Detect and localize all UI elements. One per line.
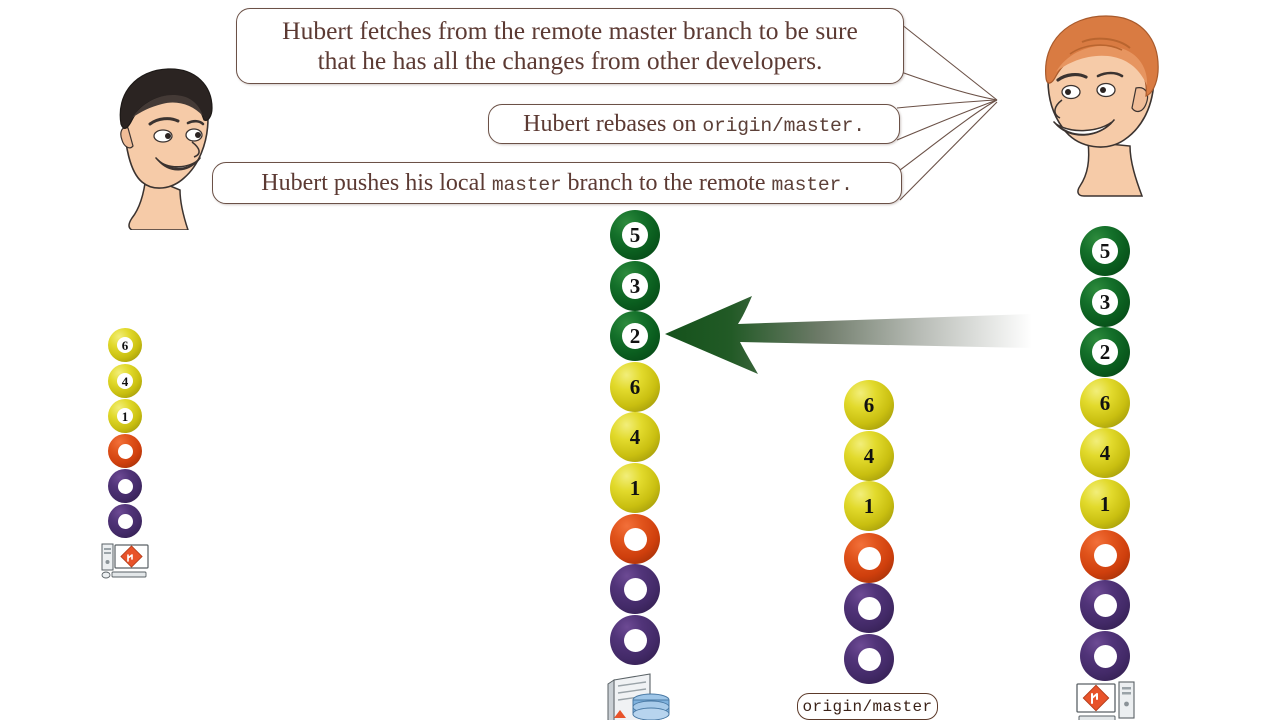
commit-node[interactable]: 6 <box>1080 378 1130 428</box>
commit-node[interactable]: 6 <box>844 380 894 430</box>
commit-node[interactable]: 4 <box>610 412 660 462</box>
commit-label: 2 <box>1092 339 1118 365</box>
commit-label: 4 <box>1099 440 1111 465</box>
bubble-rebase-suffix: . <box>853 114 865 137</box>
commit-node[interactable]: 3 <box>1080 277 1130 327</box>
commit-node[interactable] <box>1080 530 1130 580</box>
commit-node[interactable] <box>844 533 894 583</box>
desktop-computer-git-icon-left <box>101 543 149 579</box>
branch-label-origin-master[interactable]: origin/master <box>797 693 938 720</box>
commit-node[interactable]: 2 <box>610 311 660 361</box>
commit-label: 6 <box>629 374 641 399</box>
commit-label: 4 <box>863 443 875 468</box>
commit-node[interactable] <box>1080 580 1130 630</box>
commit-hole <box>1093 543 1117 567</box>
commit-hole <box>1093 644 1117 668</box>
commit-label: 1 <box>863 493 875 518</box>
commit-hole <box>857 546 881 570</box>
commit-label: 1 <box>1099 491 1111 516</box>
commit-node[interactable]: 4 <box>844 431 894 481</box>
bubble-push-suffix: . <box>841 173 853 196</box>
commit-label: 6 <box>863 392 875 417</box>
commit-node[interactable] <box>844 634 894 684</box>
commit-node[interactable] <box>108 469 142 503</box>
commit-node[interactable] <box>610 564 660 614</box>
commit-label: 5 <box>1092 238 1118 264</box>
commit-node[interactable] <box>108 504 142 538</box>
push-arrow <box>665 296 1032 374</box>
commit-label: 1 <box>117 408 133 424</box>
commit-hole <box>117 478 133 494</box>
commit-label: 1 <box>629 475 641 500</box>
commit-node[interactable]: 1 <box>1080 479 1130 529</box>
speech-bubble-fetch: Hubert fetches from the remote master br… <box>236 8 904 84</box>
commit-node[interactable] <box>610 514 660 564</box>
bubble-fetch-line2: that he has all the changes from other d… <box>317 46 823 75</box>
commit-node[interactable]: 2 <box>1080 327 1130 377</box>
commit-hole <box>117 443 133 459</box>
commit-node[interactable] <box>844 583 894 633</box>
bubble-push-remote-ref: master <box>771 173 842 196</box>
bubble-fetch-line1: Hubert fetches from the remote master br… <box>282 15 858 45</box>
commit-hole <box>623 577 647 601</box>
commit-node[interactable]: 4 <box>108 364 142 398</box>
commit-label: 3 <box>622 273 648 299</box>
branch-label-text: origin/master <box>802 697 933 716</box>
bubble-push-prefix: Hubert pushes his local <box>261 169 492 196</box>
commit-label: 4 <box>117 373 133 389</box>
commit-node[interactable] <box>108 434 142 468</box>
commit-node[interactable]: 1 <box>844 481 894 531</box>
commit-hole <box>623 527 647 551</box>
person-developer-left <box>119 68 213 230</box>
commit-node[interactable]: 3 <box>610 261 660 311</box>
commit-node[interactable]: 6 <box>108 328 142 362</box>
desktop-computer-git-icon-right <box>1076 681 1135 720</box>
bubble-push-local-ref: master <box>491 173 562 196</box>
commit-label: 2 <box>622 323 648 349</box>
commit-hole <box>1093 593 1117 617</box>
bubble-rebase-prefix: Hubert rebases on <box>523 110 703 137</box>
commit-hole <box>857 647 881 671</box>
bubble-push-middle: branch to the remote <box>561 169 772 196</box>
commit-label: 5 <box>622 222 648 248</box>
speech-bubble-rebase: Hubert rebases on origin/master. <box>488 104 900 144</box>
commit-label: 3 <box>1092 289 1118 315</box>
commit-label: 6 <box>117 337 133 353</box>
commit-node[interactable]: 5 <box>1080 226 1130 276</box>
commit-hole <box>117 513 133 529</box>
commit-label: 6 <box>1099 390 1111 415</box>
server-database-icon <box>607 673 670 720</box>
commit-node[interactable]: 6 <box>610 362 660 412</box>
commit-node[interactable] <box>1080 631 1130 681</box>
commit-node[interactable]: 4 <box>1080 428 1130 478</box>
commit-node[interactable]: 5 <box>610 210 660 260</box>
commit-node[interactable] <box>610 615 660 665</box>
commit-node[interactable]: 1 <box>108 399 142 433</box>
commit-label: 4 <box>629 424 641 449</box>
bubble-rebase-ref: origin/master <box>702 114 854 137</box>
speech-bubble-push: Hubert pushes his local master branch to… <box>212 162 902 204</box>
commit-node[interactable]: 1 <box>610 463 660 513</box>
person-hubert-right <box>1045 15 1159 197</box>
commit-hole <box>623 628 647 652</box>
commit-hole <box>857 596 881 620</box>
